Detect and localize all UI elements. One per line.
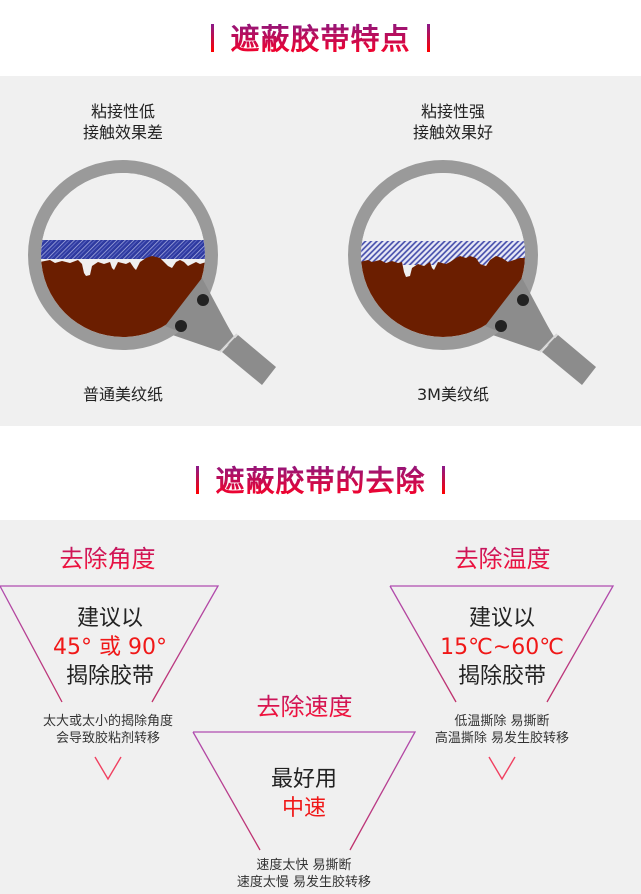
recommend-line: 建议以 [468,606,535,631]
temperature-recommendation: 建议以 15℃~60℃ 揭除胶带 [402,604,602,691]
standard-tape-caption: 粘接性低 接触效果差 [63,101,183,143]
note-line-2: 速度太慢 易发生胶转移 [236,875,372,890]
title-bar-left [211,24,215,52]
title-bar-right [441,466,445,494]
magnifier-standard-tape [28,160,276,385]
recommend-line: 建议以 [76,606,143,631]
angle-value: 45° 或 90° [53,635,167,660]
caption-line-1: 粘接性低 [90,102,155,121]
title-bar-left [196,466,200,494]
section-title-removal: 遮蔽胶带的去除 [0,458,641,500]
angle-recommendation: 建议以 45° 或 90° 揭除胶带 [10,604,210,691]
magnifier-3m-tape [348,160,596,385]
speed-note: 速度太快 易撕断 速度太慢 易发生胶转移 [204,857,404,891]
recommend-line: 最好用 [270,767,337,792]
caption-line-2: 接触效果好 [412,123,493,142]
caption-line-1: 粘接性强 [420,102,485,121]
standard-tape-label: 普通美纹纸 [82,385,163,404]
section-title-features: 遮蔽胶带特点 [0,16,641,58]
note-line-1: 速度太快 易撕断 [256,858,352,873]
3m-tape-caption: 粘接性强 接触效果好 [393,101,513,143]
header-band-1 [0,0,641,76]
speed-value: 中速 [281,796,326,821]
chevron-down-icon [488,756,516,781]
note-line-2: 会导致胶粘剂转移 [55,731,160,746]
temperature-note: 低温撕除 易撕断 高温撕除 易发生胶转移 [402,713,602,747]
angle-note: 太大或太小的揭除角度 会导致胶粘剂转移 [8,713,208,747]
title-bar-right [426,24,430,52]
temperature-value: 15℃~60℃ [440,635,564,660]
note-line-1: 低温撕除 易撕断 [454,714,550,729]
action-line: 揭除胶带 [65,664,154,689]
removal-panel [0,520,641,894]
3m-tape-label: 3M美纹纸 [417,385,489,404]
section-title-text: 遮蔽胶带特点 [230,22,411,56]
speed-heading: 去除速度 [197,687,412,722]
temperature-heading: 去除温度 [395,539,610,574]
caption-line-2: 接触效果差 [82,123,163,142]
header-band-2 [0,426,641,520]
note-line-2: 高温撕除 易发生胶转移 [434,731,570,746]
triangle-lines [0,585,615,851]
speed-recommendation: 最好用 中速 [204,765,404,823]
angle-heading: 去除角度 [0,539,215,574]
chevron-down-icon [94,756,122,781]
note-line-1: 太大或太小的揭除角度 [42,714,173,729]
section-title-text: 遮蔽胶带的去除 [215,464,426,498]
action-line: 揭除胶带 [457,664,546,689]
